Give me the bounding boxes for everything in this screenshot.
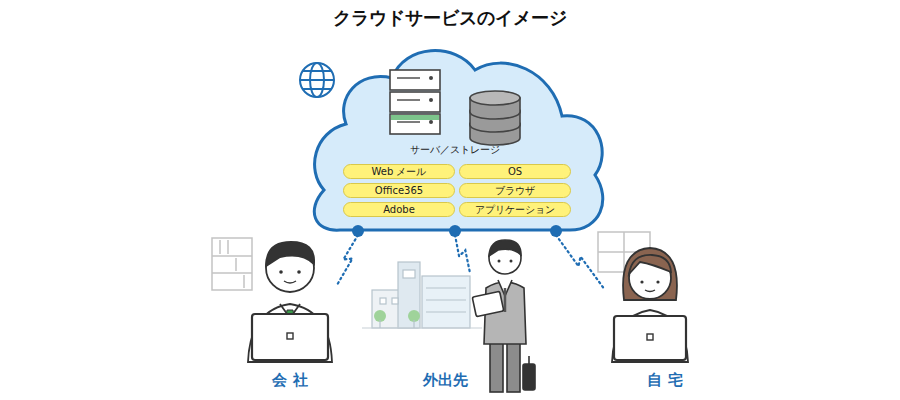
office-worker-part bbox=[252, 314, 328, 360]
connection-dot bbox=[550, 225, 562, 237]
globe-icon-part bbox=[303, 88, 331, 90]
server-icon-part bbox=[397, 77, 420, 78]
office-shelf-part bbox=[243, 275, 245, 288]
city-buildings-part bbox=[379, 320, 380, 328]
home-worker-part bbox=[656, 280, 659, 283]
office-worker-part bbox=[279, 270, 283, 274]
location-label: 会 社 bbox=[272, 371, 307, 389]
business-person-part bbox=[490, 338, 503, 392]
service-label: アプリケーション bbox=[475, 204, 555, 216]
server-icon-part bbox=[391, 115, 439, 120]
location-figure: 会 社 bbox=[245, 240, 337, 392]
business-person-part bbox=[510, 260, 513, 263]
city-buildings-part bbox=[426, 311, 466, 312]
globe-icon-part bbox=[300, 79, 334, 81]
server-icon bbox=[390, 70, 440, 134]
database-icon bbox=[470, 91, 520, 145]
home-worker-part bbox=[629, 255, 671, 274]
home-worker bbox=[612, 248, 688, 362]
business-person-part bbox=[472, 291, 504, 316]
diagram-title: クラウドサービスのイメージ bbox=[0, 6, 900, 30]
service-pill: ブラウザ bbox=[459, 183, 571, 198]
business-person-part bbox=[523, 364, 535, 390]
home-worker-part bbox=[612, 310, 688, 362]
city-buildings-part bbox=[426, 299, 466, 300]
business-person bbox=[472, 240, 535, 392]
location-label: 自 宅 bbox=[647, 371, 682, 389]
city-buildings-part bbox=[422, 276, 470, 328]
cloud-path bbox=[314, 51, 602, 231]
city-buildings bbox=[362, 262, 482, 328]
server-icon-part bbox=[391, 105, 439, 110]
globe-icon-part bbox=[300, 63, 334, 97]
city-buildings-part bbox=[392, 298, 398, 304]
connection-dot bbox=[449, 225, 461, 237]
home-worker-part bbox=[647, 334, 653, 340]
service-pill: Adobe bbox=[343, 202, 455, 217]
business-person-part bbox=[489, 240, 521, 256]
city-buildings-part bbox=[398, 262, 420, 328]
service-label: ブラウザ bbox=[495, 185, 535, 197]
city-buildings-part bbox=[413, 320, 414, 328]
database-icon-part bbox=[470, 91, 520, 105]
server-icon-part bbox=[390, 114, 440, 134]
server-icon-part bbox=[429, 76, 433, 80]
office-worker-part bbox=[266, 242, 314, 266]
business-person-part bbox=[507, 338, 520, 392]
location-figure: 外出先 bbox=[470, 238, 540, 394]
cloud-shape: サーバ／ストレージ Web メール OS Office365 ブラウザ Adobe アプリケ… bbox=[300, 40, 610, 235]
business-person-part bbox=[498, 260, 501, 263]
service-label: Office365 bbox=[375, 185, 423, 197]
city-buildings-part bbox=[426, 287, 466, 288]
home-worker-part bbox=[614, 316, 686, 360]
office-worker-part bbox=[297, 270, 301, 274]
service-label: Web メール bbox=[372, 166, 427, 178]
globe-icon-part bbox=[303, 70, 331, 72]
business-person-part bbox=[528, 356, 530, 364]
server-icon-part bbox=[429, 98, 433, 102]
server-icon-part bbox=[390, 92, 440, 112]
city-buildings-part bbox=[380, 298, 386, 304]
office-shelf bbox=[212, 238, 252, 290]
location-label: 外出先 bbox=[423, 371, 468, 389]
server-icon-part bbox=[397, 121, 420, 122]
office-shelf-part bbox=[227, 240, 229, 254]
server-icon-part bbox=[390, 70, 440, 90]
home-worker-part bbox=[623, 248, 677, 300]
globe-icon bbox=[300, 63, 334, 97]
office-worker-part bbox=[284, 281, 296, 283]
office-worker-part bbox=[287, 333, 293, 339]
office-shelf-part bbox=[219, 240, 221, 254]
service-pill: Office365 bbox=[343, 183, 455, 198]
office-shelf-part bbox=[212, 272, 252, 274]
office-shelf-part bbox=[212, 238, 252, 290]
connection-dots bbox=[352, 225, 562, 237]
service-label: Adobe bbox=[383, 204, 415, 216]
city-buildings-part bbox=[403, 270, 415, 278]
server-icon-part bbox=[391, 83, 439, 88]
service-pill: アプリケーション bbox=[459, 202, 571, 217]
service-pill: OS bbox=[459, 164, 571, 179]
home-worker-part bbox=[645, 290, 655, 292]
server-icon-part bbox=[397, 99, 420, 100]
service-label: OS bbox=[508, 166, 522, 178]
business-person-part bbox=[504, 288, 507, 312]
connection-dot bbox=[352, 225, 364, 237]
cloud-label: サーバ／ストレージ bbox=[410, 144, 500, 156]
wireless-connector bbox=[556, 235, 605, 290]
service-pill: Web メール bbox=[343, 164, 455, 179]
office-shelf-part bbox=[235, 258, 237, 271]
office-worker bbox=[248, 242, 332, 362]
office-shelf-part bbox=[212, 255, 252, 257]
server-icon-part bbox=[429, 120, 433, 124]
wireless-connector bbox=[337, 235, 358, 285]
location-figure: 自 宅 bbox=[605, 245, 695, 393]
wireless-connector bbox=[455, 235, 470, 273]
office-worker-part bbox=[248, 304, 332, 362]
home-worker-part bbox=[640, 280, 643, 283]
